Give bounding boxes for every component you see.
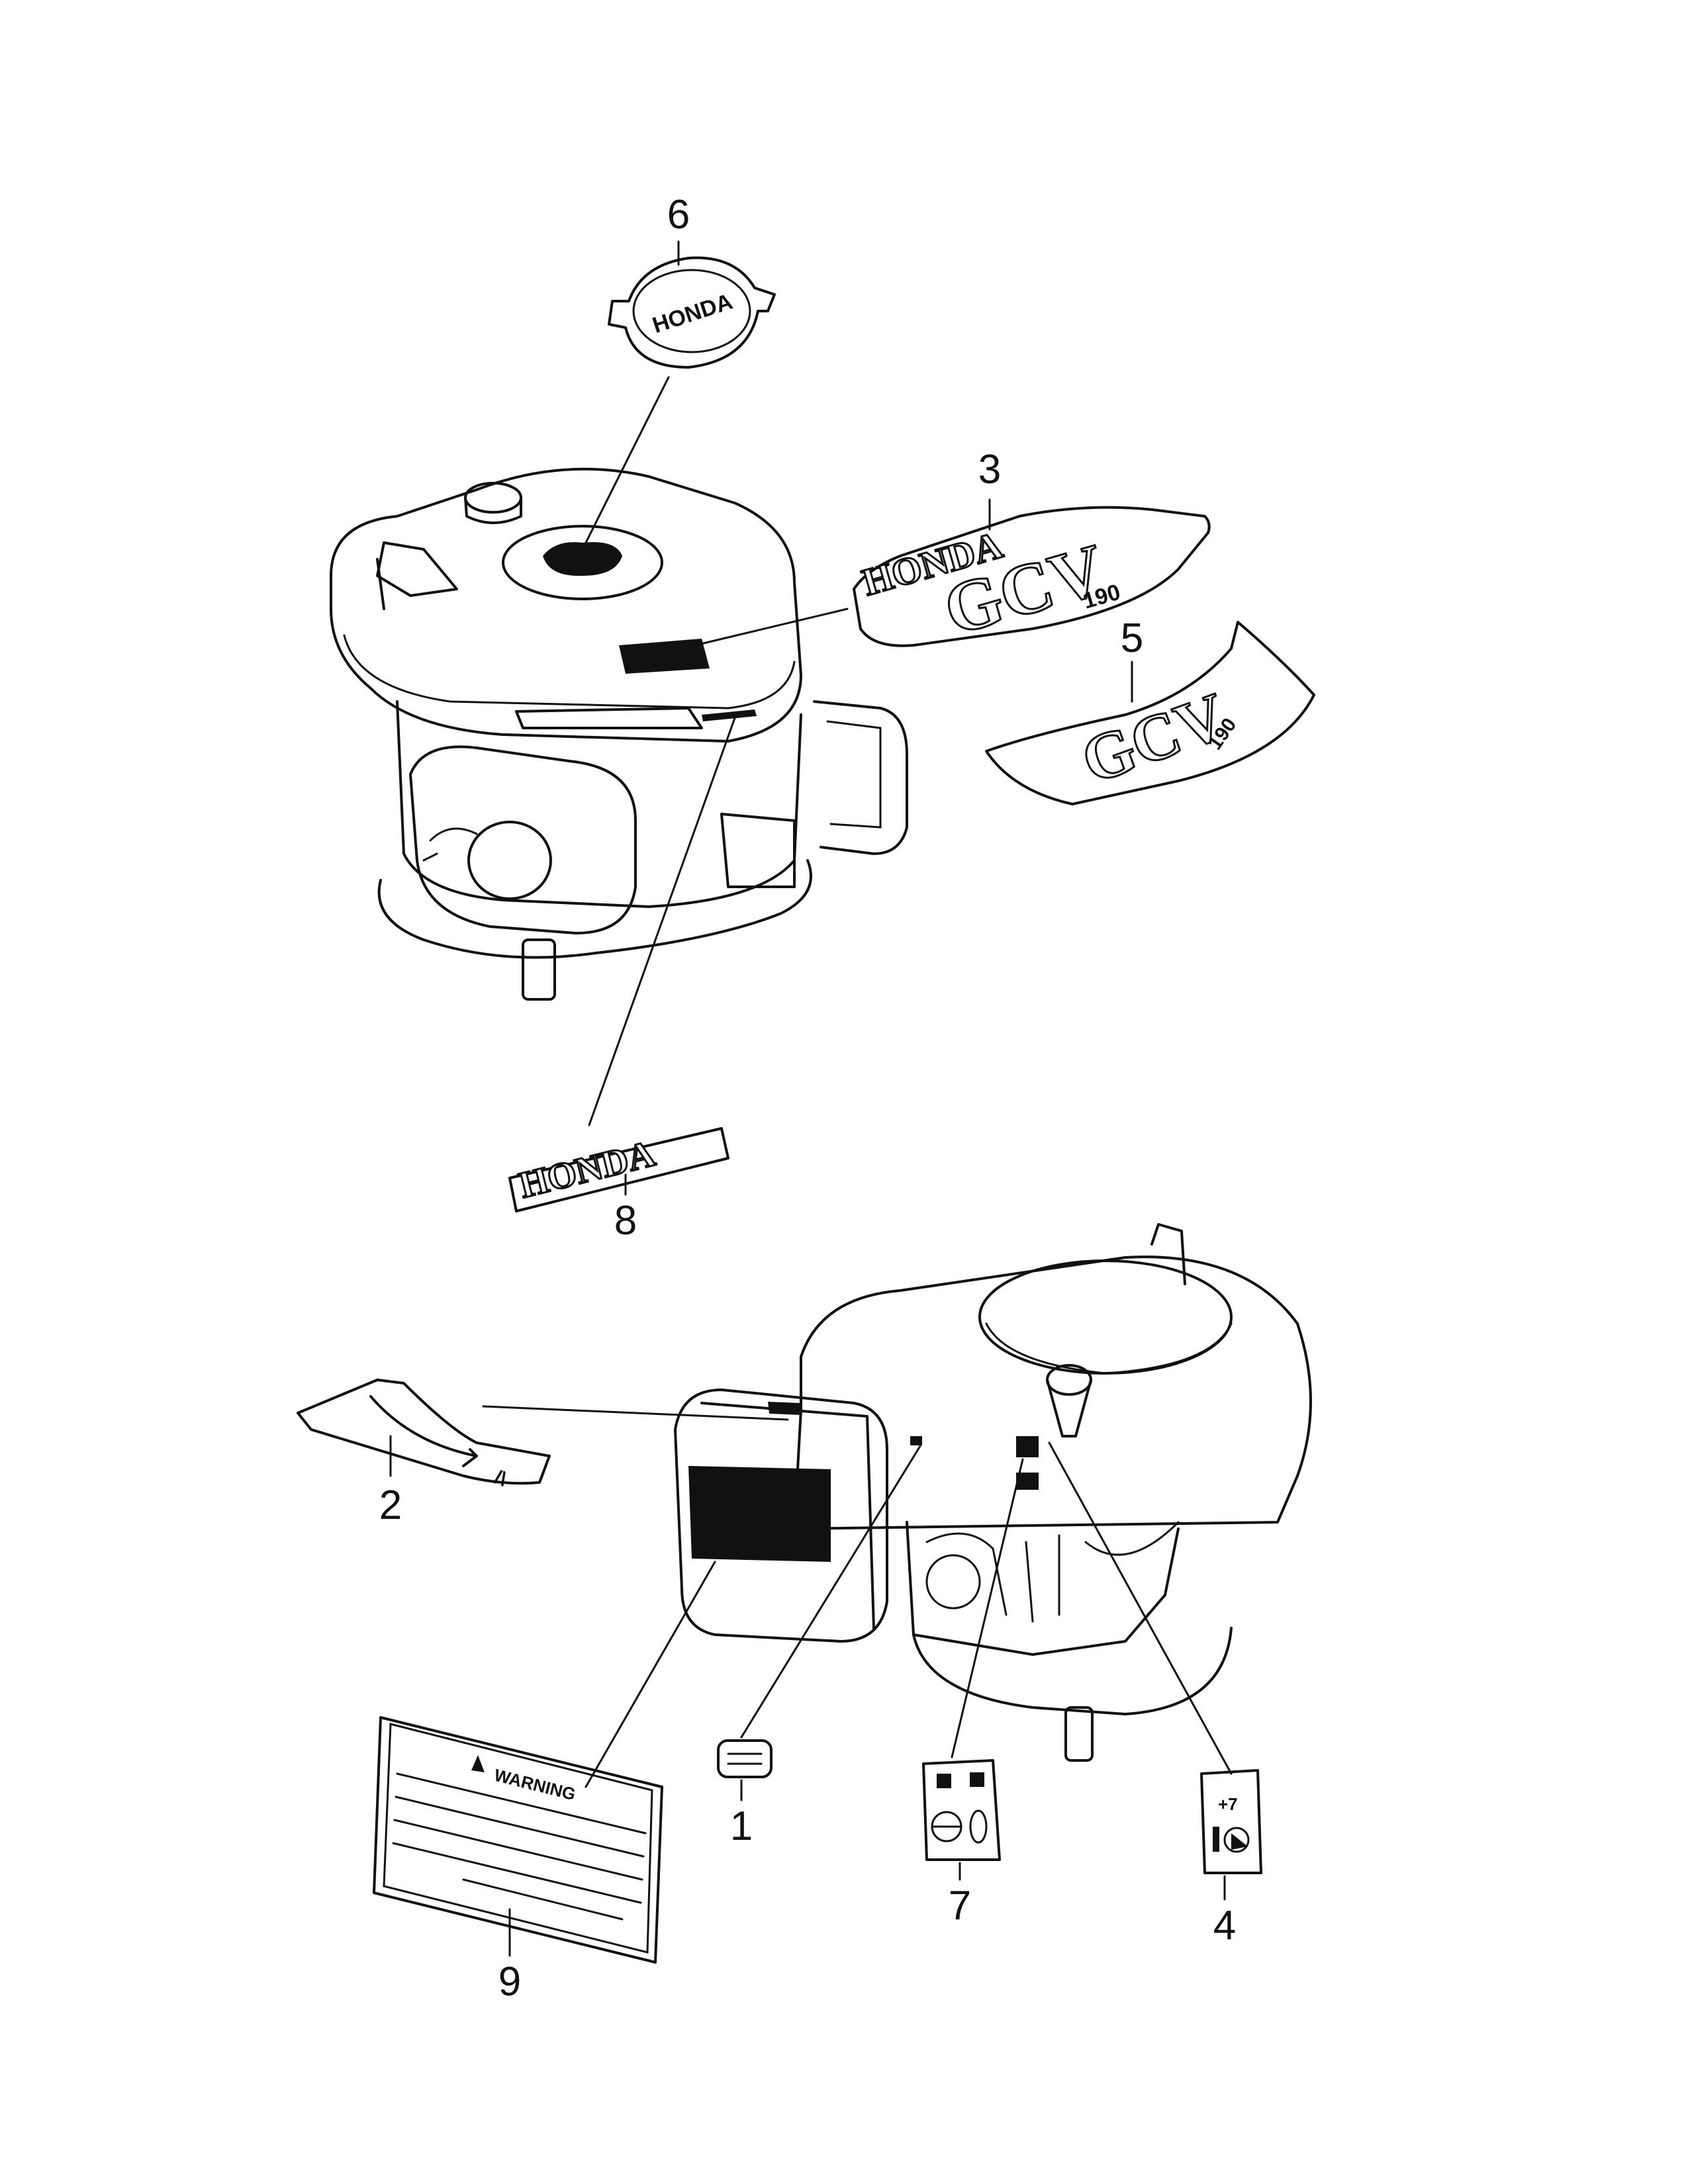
callout-8: 8	[614, 1198, 637, 1244]
callout-3: 3	[978, 447, 1001, 492]
decal-2-mark: /\	[492, 1467, 510, 1491]
callout-7: 7	[949, 1883, 971, 1929]
callout-2: 2	[379, 1482, 402, 1528]
callout-1: 1	[730, 1803, 753, 1849]
decal-warning-label: WARNING	[373, 1716, 663, 1964]
decal-honda-emblem: HONDA	[608, 256, 776, 369]
engine-rear-view	[674, 1223, 1312, 1762]
callout-numbers: 6 3 5 8 2 1 7 4 9	[379, 192, 1236, 2005]
callout-4: 4	[1213, 1903, 1236, 1948]
leader-lines	[389, 240, 1233, 1957]
decal-8-brand: HONDA	[515, 1133, 659, 1206]
decal-4-mark: +7	[1218, 1794, 1238, 1814]
warning-heading: WARNING	[492, 1765, 578, 1805]
decal-gcv-190: GCV 190	[985, 621, 1315, 805]
callout-6: 6	[667, 192, 690, 238]
decal-choke-symbols: +7	[1200, 1769, 1262, 1874]
emblem-brand: HONDA	[649, 289, 735, 338]
decal-choke-arrow: /\	[297, 1379, 551, 1491]
decal-honda-gcv-190: HONDA GCV 190	[853, 506, 1211, 652]
callout-9: 9	[498, 1959, 521, 2005]
engine-top-view	[330, 467, 908, 1001]
decal-fuel-symbols	[922, 1759, 1001, 1861]
callout-5: 5	[1121, 615, 1143, 661]
decal-small-tag	[717, 1739, 773, 1778]
